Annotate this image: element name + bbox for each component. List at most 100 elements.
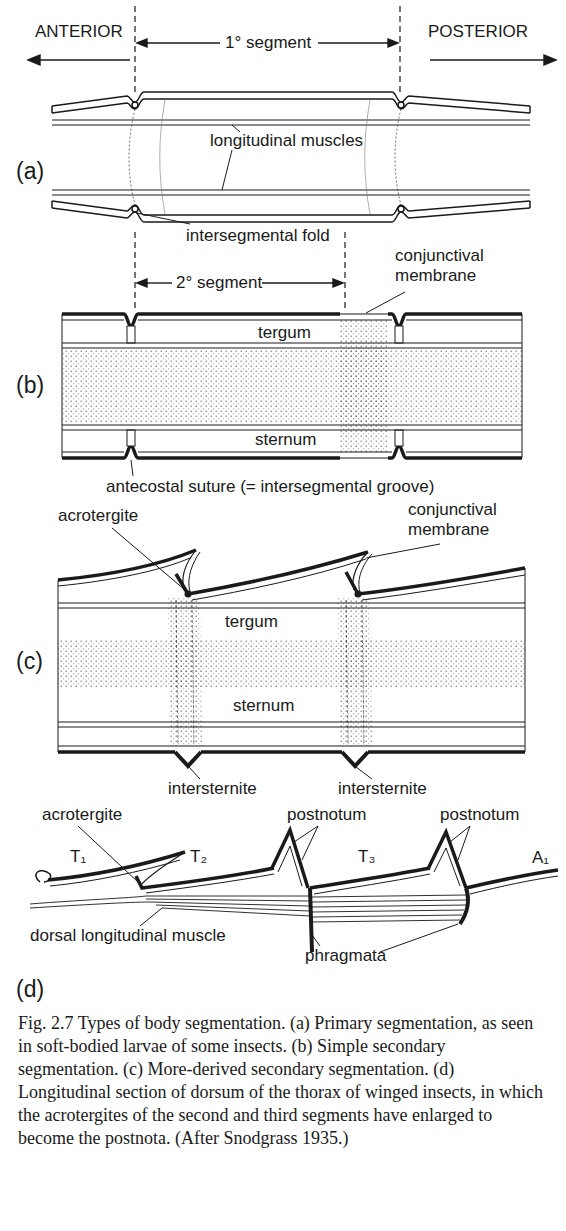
leader-line bbox=[112, 528, 185, 590]
direction-arrow bbox=[137, 39, 147, 47]
direction-arrow bbox=[145, 282, 172, 283]
segment-boundary bbox=[399, 6, 400, 92]
direction-arrow bbox=[145, 42, 220, 43]
direction-arrow bbox=[137, 279, 147, 287]
direction-arrow bbox=[28, 39, 556, 287]
derived-secondary-segmentation bbox=[525, 568, 526, 752]
direction-label: ANTERIOR bbox=[35, 22, 123, 42]
leader-line bbox=[458, 826, 470, 860]
primary-segmentation-tube bbox=[395, 109, 401, 205]
thorax-dorsum-section bbox=[310, 888, 312, 952]
derived-secondary-segmentation bbox=[189, 552, 200, 592]
derived-secondary-segmentation bbox=[183, 550, 196, 590]
leader-line bbox=[112, 528, 440, 779]
derived-secondary-segmentation bbox=[58, 722, 525, 723]
leader-line bbox=[232, 125, 240, 132]
part-label: intersternite bbox=[168, 779, 257, 799]
primary-segmentation-tube bbox=[52, 125, 530, 126]
derived-secondary-segmentation bbox=[353, 552, 368, 590]
thorax-dorsum-section bbox=[434, 848, 460, 886]
primary-segmentation-tube bbox=[52, 92, 530, 222]
simple-secondary-segmentation bbox=[127, 430, 135, 446]
leader-line bbox=[140, 908, 162, 926]
simple-secondary-segmentation bbox=[62, 314, 63, 458]
primary-segmentation-tube bbox=[365, 100, 370, 214]
thorax-dorsum-section bbox=[314, 874, 430, 894]
part-label: antecostal suture (= intersegmental groo… bbox=[106, 477, 434, 497]
primary-segmentation-tube bbox=[529, 201, 531, 208]
leader-line bbox=[78, 826, 138, 882]
leader-line bbox=[380, 924, 458, 952]
dorsal-longitudinal-muscle bbox=[312, 920, 460, 922]
leader-line bbox=[356, 767, 372, 779]
direction-label: POSTERIOR bbox=[428, 22, 528, 42]
simple-secondary-segmentation bbox=[62, 348, 522, 349]
segment-boundary bbox=[134, 6, 135, 92]
primary-segmentation-tube bbox=[160, 100, 165, 214]
simple-secondary-segmentation bbox=[62, 452, 522, 453]
segment-boundary bbox=[134, 232, 135, 312]
dorsal-longitudinal-muscle bbox=[312, 900, 466, 902]
derived-secondary-segmentation bbox=[359, 554, 372, 592]
direction-arrow bbox=[28, 55, 40, 65]
segment-boundary bbox=[135, 6, 400, 312]
direction-arrow bbox=[36, 59, 130, 60]
part-label: intersternite bbox=[338, 779, 427, 799]
part-label: postnotum bbox=[440, 805, 519, 825]
simple-secondary-segmentation bbox=[62, 350, 522, 423]
thorax-dorsum-section bbox=[146, 874, 274, 893]
dorsal-longitudinal-muscle bbox=[30, 895, 466, 922]
primary-segmentation-tube bbox=[529, 106, 531, 113]
leader-line bbox=[312, 935, 320, 946]
part-label: intersegmental fold bbox=[186, 226, 330, 246]
primary-segmentation-tube bbox=[132, 102, 138, 108]
segment-boundary bbox=[344, 232, 345, 312]
derived-secondary-segmentation bbox=[176, 552, 368, 594]
part-label: longitudinal muscles bbox=[210, 131, 363, 151]
derived-secondary-segmentation bbox=[58, 640, 525, 688]
dorsal-longitudinal-muscle bbox=[30, 902, 150, 908]
derived-secondary-segmentation bbox=[175, 752, 368, 766]
segment-label: 2° segment bbox=[176, 273, 262, 293]
leader-line bbox=[366, 544, 440, 558]
panel-letter: (d) bbox=[16, 976, 44, 1002]
primary-segmentation-tube bbox=[51, 106, 53, 113]
direction-arrow bbox=[430, 59, 548, 60]
simple-secondary-segmentation bbox=[62, 314, 522, 458]
segment-code: T₁ bbox=[70, 847, 86, 867]
segment-code: A₁ bbox=[532, 848, 549, 868]
primary-segmentation-tube bbox=[51, 201, 53, 208]
derived-secondary-segmentation bbox=[168, 598, 202, 746]
direction-arrow bbox=[262, 282, 335, 283]
derived-secondary-segmentation bbox=[58, 603, 525, 604]
dorsal-longitudinal-muscle bbox=[312, 915, 462, 917]
part-label: dorsal longitudinal muscle bbox=[30, 926, 226, 946]
leader-line bbox=[137, 213, 190, 224]
part-label: postnotum bbox=[287, 805, 366, 825]
part-label: sternum bbox=[233, 696, 294, 716]
panel-letter: (c) bbox=[16, 648, 43, 674]
derived-secondary-segmentation bbox=[58, 746, 525, 747]
primary-segmentation-tube bbox=[52, 195, 530, 196]
derived-secondary-segmentation bbox=[192, 559, 366, 600]
dorsal-longitudinal-muscle bbox=[146, 899, 310, 901]
leader-line bbox=[131, 460, 133, 476]
thorax-dorsum-section bbox=[50, 860, 180, 886]
derived-secondary-segmentation bbox=[58, 580, 59, 752]
dorsal-longitudinal-muscle bbox=[156, 905, 310, 911]
dorsal-longitudinal-muscle bbox=[312, 910, 464, 912]
simple-secondary-segmentation bbox=[62, 343, 522, 344]
direction-arrow bbox=[388, 39, 398, 47]
derived-secondary-segmentation bbox=[362, 575, 525, 600]
panel-letter: (a) bbox=[16, 158, 44, 184]
part-label: acrotergite bbox=[42, 805, 122, 825]
simple-secondary-segmentation bbox=[522, 314, 523, 458]
dorsal-longitudinal-muscle bbox=[312, 895, 466, 897]
part-label: tergum bbox=[258, 323, 311, 343]
direction-arrow bbox=[318, 42, 390, 43]
simple-secondary-segmentation bbox=[395, 326, 403, 343]
leader-line bbox=[222, 150, 232, 190]
figure-caption: Fig. 2.7 Types of body segmentation. (a)… bbox=[18, 1012, 548, 1150]
segment-label: 1° segment bbox=[225, 33, 311, 53]
derived-secondary-segmentation bbox=[355, 591, 362, 598]
